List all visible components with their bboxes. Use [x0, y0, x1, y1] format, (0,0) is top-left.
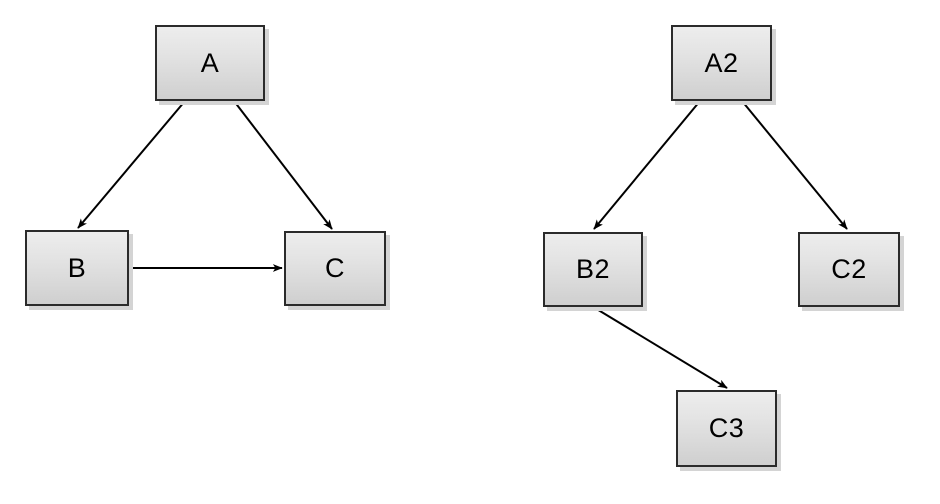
- node-a[interactable]: A: [155, 25, 265, 101]
- edge-a-to-c: [233, 100, 333, 230]
- node-b[interactable]: B: [25, 230, 129, 306]
- edge-b2-to-c3: [594, 307, 728, 389]
- node-label-c: C: [325, 253, 345, 283]
- edge-a2-to-b2: [593, 100, 701, 230]
- node-label-b2: B2: [575, 254, 611, 284]
- node-label-c3: C3: [708, 413, 745, 443]
- node-b2[interactable]: B2: [543, 232, 643, 307]
- node-c[interactable]: C: [284, 231, 386, 306]
- node-label-c2: C2: [831, 254, 867, 284]
- node-a2[interactable]: A2: [671, 25, 772, 101]
- edge-a-to-b: [77, 100, 186, 229]
- node-c2[interactable]: C2: [798, 232, 900, 307]
- edges-group: [77, 100, 848, 389]
- edge-a2-to-c2: [741, 100, 848, 230]
- node-label-a2: A2: [704, 47, 739, 78]
- node-label-a: A: [200, 47, 220, 78]
- node-label-b: B: [67, 252, 87, 283]
- node-c3[interactable]: C3: [676, 390, 777, 467]
